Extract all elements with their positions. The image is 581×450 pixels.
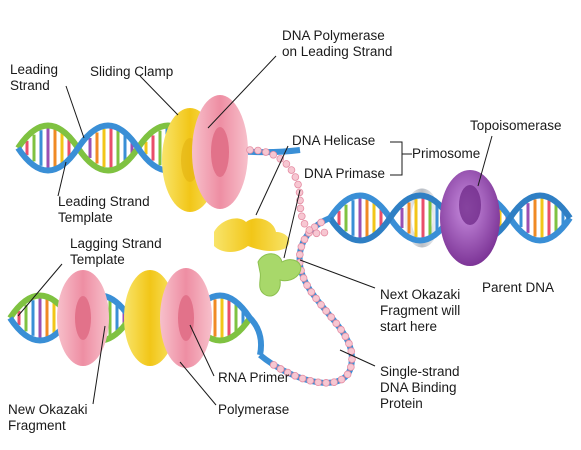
- ssb-bead: [322, 379, 330, 387]
- ssb-bead: [287, 166, 296, 174]
- ssb-bead: [269, 361, 278, 369]
- leading-strand-backbone: [15, 122, 201, 174]
- ssb-bead: [337, 375, 346, 384]
- ssb-bead: [345, 339, 353, 348]
- ssb-bead: [298, 374, 307, 383]
- ssb-bead: [297, 212, 306, 221]
- ssb-bead: [305, 226, 314, 234]
- label-lagging-strand-template: Lagging Strand Template: [70, 236, 165, 267]
- label-next-okazaki: Next Okazaki Fragment will start here: [380, 287, 464, 334]
- ssb-bead: [269, 150, 278, 159]
- polymerase-new-okazaki-hole: [75, 296, 91, 340]
- label-single-strand-binding: Single-strand DNA Binding Protein: [380, 364, 463, 411]
- label-dna-helicase: DNA Helicase: [292, 133, 375, 148]
- dna-primase: [214, 218, 290, 252]
- ssb-bead: [254, 146, 262, 155]
- ssb-bead: [312, 294, 320, 303]
- label-dna-polymerase-leading: DNA Polymerase on Leading Strand: [282, 28, 392, 59]
- ssb-bead: [317, 300, 325, 309]
- label-leading-strand-template: Leading Strand Template: [58, 194, 153, 225]
- ssb-bead: [296, 250, 304, 259]
- ssb-bead: [294, 180, 302, 189]
- ssb-bead: [343, 370, 352, 379]
- ssb-bead: [332, 319, 341, 328]
- polymerase-lower-hole: [178, 295, 194, 341]
- ssb-bead: [296, 204, 305, 213]
- ssb-bead: [320, 228, 329, 237]
- ssb-bead: [282, 160, 291, 168]
- ssb-bead: [300, 219, 309, 228]
- ssb-bead: [337, 325, 345, 334]
- ssb-bead: [312, 229, 321, 238]
- label-parent-dna: Parent DNA: [482, 280, 554, 295]
- ssb-bead: [297, 242, 306, 251]
- ssb-bead: [291, 173, 300, 181]
- label-sliding-clamp: Sliding Clamp: [90, 64, 173, 79]
- ssb-bead: [307, 288, 316, 296]
- ssb-bead: [347, 363, 355, 371]
- ssb-bead: [246, 146, 254, 154]
- ssb-bead: [327, 313, 336, 321]
- ssb-bead: [314, 378, 322, 387]
- topoisomerase-shade: [459, 185, 481, 225]
- ssb-bead: [306, 376, 315, 385]
- ssb-bead: [303, 281, 311, 290]
- ssb-bead: [322, 307, 330, 315]
- ssb-bead: [276, 365, 285, 373]
- sliding-clamp-lower: [124, 270, 176, 366]
- label-polymerase: Polymerase: [218, 402, 289, 417]
- primase-green: [257, 253, 302, 297]
- label-primosome: Primosome: [412, 146, 480, 161]
- dna-polymerase-leading-hole: [211, 127, 229, 177]
- leader-lines: [17, 55, 493, 406]
- ssb-bead: [317, 218, 325, 227]
- ssb-bead: [262, 148, 270, 156]
- ssb-bead: [330, 378, 338, 386]
- single-strand-binding-proteins: [246, 146, 356, 387]
- ssb-bead: [341, 332, 350, 341]
- label-dna-primase: DNA Primase: [304, 166, 385, 181]
- ssb-bead: [299, 274, 308, 282]
- label-rna-primer: RNA Primer: [218, 370, 290, 385]
- ssb-bead: [300, 235, 309, 244]
- label-topoisomerase: Topoisomerase: [470, 118, 562, 133]
- label-new-okazaki: New Okazaki Fragment: [8, 402, 91, 433]
- ssb-bead: [283, 368, 292, 377]
- ssb-bead: [291, 372, 299, 380]
- label-leading-strand: Leading Strand: [10, 62, 62, 93]
